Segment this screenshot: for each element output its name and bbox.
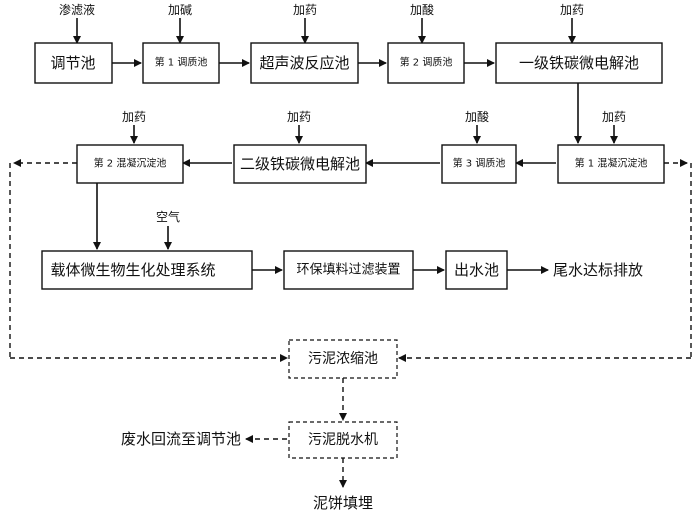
hunning2-label: 第 2 混凝沉淀池 xyxy=(94,157,167,170)
tiaozhi1-box xyxy=(142,42,220,84)
hunning1-box xyxy=(557,144,665,184)
output-huiliu: 废水回流至调节池 xyxy=(121,430,241,448)
input-jiajian: 加碱 xyxy=(168,3,192,17)
shenghua-box xyxy=(41,250,253,290)
input-jiayao-a: 加药 xyxy=(293,3,317,17)
weidianjie2-label: 二级铁碳微电解池 xyxy=(240,155,360,173)
input-jiasuan-a: 加酸 xyxy=(410,2,434,17)
tiaozhi3-label: 第 3 调质池 xyxy=(453,157,506,170)
tiaozhi3-box xyxy=(441,144,517,184)
output-tianmai: 泥饼填埋 xyxy=(313,494,373,512)
chaoshengbo-box xyxy=(250,42,359,84)
input-jiayao-d: 加药 xyxy=(287,110,311,124)
hunning1-label: 第 1 混凝沉淀池 xyxy=(575,157,648,170)
tuoshui-label: 污泥脱水机 xyxy=(308,432,378,448)
tiaozhi2-label: 第 2 调质池 xyxy=(400,56,453,69)
tiaojiechi-box xyxy=(34,42,113,84)
chushuichi-label: 出水池 xyxy=(454,261,499,279)
weidianjie1-label: 一级铁碳微电解池 xyxy=(519,54,639,72)
wunong-label: 污泥浓缩池 xyxy=(308,351,378,367)
input-jiayao-e: 加药 xyxy=(122,110,146,124)
guolv-box xyxy=(283,250,414,290)
tiaozhi1-label: 第 1 调质池 xyxy=(155,56,208,69)
tiaozhi2-box xyxy=(387,42,465,84)
dashed-sludge-lines xyxy=(9,159,692,488)
hunning2-box xyxy=(76,144,184,184)
weidianjie2-box xyxy=(233,144,367,184)
input-jiayao-b: 加药 xyxy=(560,3,584,17)
chaoshengbo-label: 超声波反应池 xyxy=(259,54,349,72)
input-jiayao-c: 加药 xyxy=(602,110,626,124)
tuoshui-box xyxy=(288,421,398,459)
guolv-label: 环保填料过滤装置 xyxy=(296,263,400,278)
weidianjie1-box xyxy=(495,42,663,84)
solid-flow-lines xyxy=(73,18,618,274)
shenghua-label: 载体微生物生化处理系统 xyxy=(50,261,215,279)
input-shenlvye: 渗滤液 xyxy=(59,2,95,17)
chushuichi-box xyxy=(445,250,508,290)
input-kongqi: 空气 xyxy=(156,209,180,224)
wunong-box xyxy=(288,339,398,379)
input-jiasuan-b: 加酸 xyxy=(465,109,489,124)
tiaojiechi-label: 调节池 xyxy=(50,54,95,72)
output-paifang: 尾水达标排放 xyxy=(553,261,643,279)
